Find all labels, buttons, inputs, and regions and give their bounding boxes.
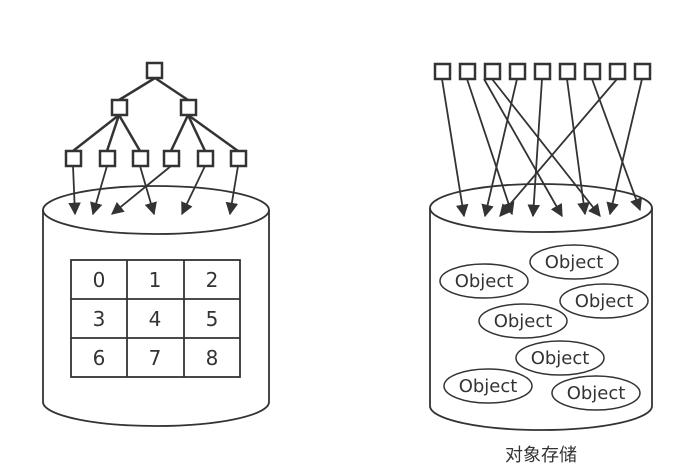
grid-cell-3: 3 xyxy=(93,307,106,331)
block-storage-cylinder xyxy=(42,185,270,427)
tree-leaf-node xyxy=(162,149,181,168)
tree-node xyxy=(110,98,129,117)
source-node xyxy=(508,62,527,81)
tree-node xyxy=(179,98,198,117)
object-shape xyxy=(478,303,568,339)
tree-leaf-node xyxy=(98,149,117,168)
object-labels: Object Object Object Object Object Objec… xyxy=(455,252,634,404)
grid-cell-6: 6 xyxy=(93,346,106,370)
block-arrows xyxy=(68,165,239,216)
object-shape xyxy=(559,283,649,319)
source-node xyxy=(633,62,652,81)
object-label: Object xyxy=(545,252,604,273)
object-shape xyxy=(529,244,619,280)
tree-leaf-node xyxy=(131,149,150,168)
object-label: Object xyxy=(567,383,626,404)
tree-leaf-node xyxy=(229,149,248,168)
source-node xyxy=(483,62,502,81)
source-node xyxy=(458,62,477,81)
block-grid-labels: 0 1 2 3 4 5 6 7 8 xyxy=(93,268,219,370)
object-label: Object xyxy=(531,348,590,369)
grid-cell-5: 5 xyxy=(206,307,219,331)
object-storage-cylinder xyxy=(429,183,653,431)
grid-cell-2: 2 xyxy=(206,268,219,292)
tree-leaf-node xyxy=(64,149,83,168)
grid-cell-8: 8 xyxy=(206,346,219,370)
object-shape xyxy=(515,340,605,376)
grid-cell-7: 7 xyxy=(149,346,162,370)
object-ellipses xyxy=(439,244,649,411)
tree xyxy=(64,61,248,168)
object-storage-caption: 对象存储 xyxy=(505,445,577,466)
source-node xyxy=(558,62,577,81)
tree-root-node xyxy=(145,61,164,80)
tree-leaf-node xyxy=(196,149,215,168)
object-shape xyxy=(443,368,533,404)
object-label: Object xyxy=(575,291,634,312)
object-shape xyxy=(439,263,529,299)
block-grid xyxy=(70,259,241,378)
object-label: Object xyxy=(455,271,514,292)
block-storage-diagram: 0 1 2 3 4 5 6 7 8 xyxy=(42,61,270,427)
object-shape xyxy=(551,375,641,411)
grid-cell-0: 0 xyxy=(93,268,106,292)
source-node xyxy=(583,62,602,81)
object-label: Object xyxy=(459,376,518,397)
source-node xyxy=(533,62,552,81)
object-source-row xyxy=(433,62,652,81)
grid-cell-1: 1 xyxy=(149,268,162,292)
source-node xyxy=(608,62,627,81)
source-node xyxy=(433,62,452,81)
object-label: Object xyxy=(494,311,553,332)
object-storage-diagram: Object Object Object Object Object Objec… xyxy=(429,62,653,466)
grid-cell-4: 4 xyxy=(149,307,162,331)
object-arrows xyxy=(441,78,643,218)
